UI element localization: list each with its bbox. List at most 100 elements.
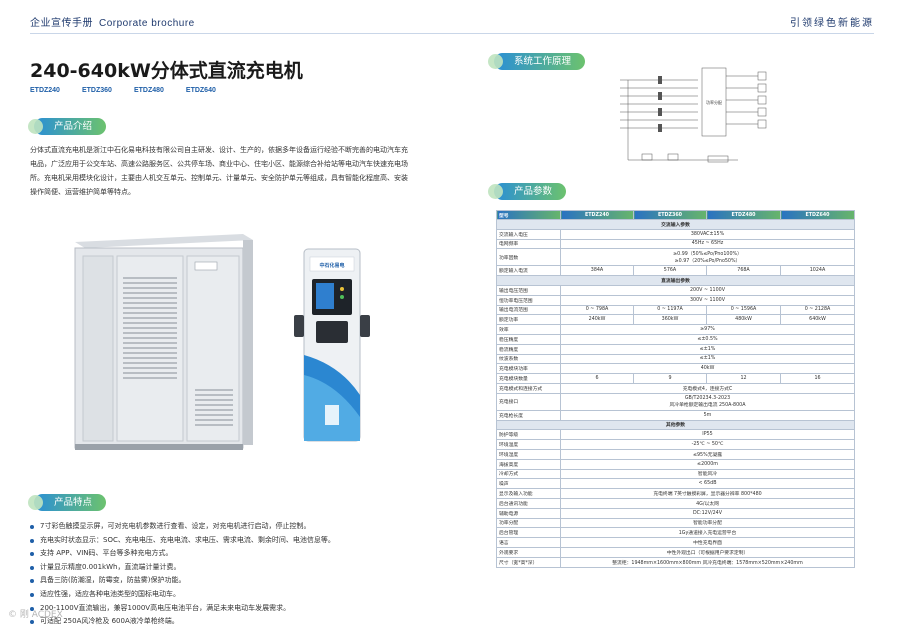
table-cell: 功率因数 (496, 248, 561, 267)
table-cell: 1024A (780, 265, 855, 277)
model-code: ETDZ640 (185, 87, 216, 94)
table-cell: ≤±1% (560, 353, 855, 365)
table-cell: 外观要求 (496, 546, 561, 558)
table-cell: 384A (560, 265, 634, 277)
section-label: 产品特点 (54, 497, 93, 508)
table-row: 稳压精度≤±0.5% (496, 333, 855, 345)
feature-item: 计量显示精度0.001kWh，直流端计量计费。 (30, 561, 450, 575)
diagram-label: 功率分配 (706, 99, 722, 105)
table-cell: 40kW (560, 363, 855, 375)
header-slogan: 引领绿色新能源 (790, 18, 874, 29)
table-cell: 576A (633, 265, 707, 277)
table-cell: 1Gy通道接入充电运营平台 (560, 527, 855, 539)
watermark: © 刚 ACDEX (8, 610, 63, 620)
table-cell: 噪声 (496, 478, 561, 490)
table-cell-line: GB/T20234.3-2023 (684, 395, 731, 401)
table-cell: 额定功率 (496, 314, 561, 326)
table-cell: 纹波系数 (496, 353, 561, 365)
table-cell: 功率分配 (496, 517, 561, 529)
terminal-brand-text: 中石化易电 (319, 262, 344, 269)
table-cell: 稳压精度 (496, 333, 561, 345)
table-cell: 显示及输入功能 (496, 488, 561, 499)
section-label: 产品介绍 (54, 121, 93, 132)
table-cell: 直流输出参数 (496, 275, 855, 286)
table-cell: 环境温度 (496, 439, 561, 450)
table-cell: 其他参数 (496, 419, 855, 431)
table-cell: ≥97% (560, 324, 855, 335)
table-row: 显示及输入功能充电终端 7英寸触摸彩屏，显示器分辨率 800*480 (496, 488, 855, 499)
table-cell: 0 ~ 1596A (706, 304, 781, 316)
section-pill-features: 产品特点 (27, 494, 107, 511)
table-cell: 输出电流范围 (496, 304, 561, 316)
header-divider (30, 33, 874, 34)
table-cell: ETDZ640 (780, 210, 855, 220)
section-label: 系统工作原理 (514, 56, 572, 67)
section-label: 产品参数 (514, 186, 553, 197)
table-cell: 后台管理 (496, 527, 561, 539)
table-row: 外观要求中性外观出口（可根据用户要求定制） (496, 546, 855, 558)
table-cell: 整流柜：1948mm×1600mm×800mm 风冷充电终端：1578mm×52… (560, 556, 855, 568)
table-cell: 480kW (706, 314, 781, 326)
table-cell: 0 ~ 798A (560, 304, 634, 316)
table-cell: 环境湿度 (496, 448, 561, 460)
table-cell: ≤±0.5% (560, 333, 855, 345)
rectifier-cabinet-image (74, 234, 253, 450)
table-cell: 充电枪长度 (496, 409, 561, 421)
table-cell: 240kW (560, 314, 634, 326)
table-cell: 45Hz ~ 65Hz (560, 238, 855, 250)
section-pill-intro: 产品介绍 (27, 118, 107, 135)
table-section-row: 交流输入参数 (496, 219, 855, 230)
table-row: 环境温度-25℃ ~ 50℃ (496, 439, 855, 450)
table-row: 尺寸（宽*高*深）整流柜：1948mm×1600mm×800mm 风冷充电终端：… (496, 556, 855, 568)
table-cell: ETDZ240 (560, 210, 634, 220)
header-en: Corporate brochure (99, 18, 195, 29)
feature-list: 7寸彩色触摸显示屏，可对充电机参数进行查看、设定，对充电机进行启动，停止控制。 … (30, 520, 450, 629)
table-cell: 语言 (496, 537, 561, 548)
table-cell: 360kW (633, 314, 707, 326)
table-cell: 稳流精度 (496, 343, 561, 355)
table-row: 噪声< 65dB (496, 478, 855, 490)
table-cell: DC:12V/24V (560, 507, 855, 519)
table-cell: 海拔高度 (496, 458, 561, 470)
table-cell: 充电模块数量 (496, 373, 561, 384)
table-cell: 交流输入电压 (496, 228, 561, 240)
table-cell: -25℃ ~ 50℃ (560, 439, 855, 450)
system-principle-diagram: 功率分配 (620, 67, 767, 163)
table-cell: < 65dB (560, 478, 855, 490)
table-cell: 型号 (496, 210, 561, 220)
table-cell: 中性充电界面 (560, 537, 855, 548)
table-row: 海拔高度≤2000m (496, 458, 855, 470)
table-cell: 辅助电源 (496, 507, 561, 519)
table-cell: 冷却方式 (496, 468, 561, 480)
section-pill-principle: 系统工作原理 (487, 53, 586, 70)
feature-item: 适应性强，适应各种电池类型的国标电动车。 (30, 588, 450, 602)
feature-item: 可适配 250A风冷枪及 600A液冷单枪终端。 (30, 615, 450, 629)
table-cell: 16 (780, 373, 855, 384)
model-list: ETDZ240 ETDZ360 ETDZ480 ETDZ640 (30, 87, 216, 94)
table-section-row: 其他参数 (496, 419, 855, 431)
table-cell: 380VAC±15% (560, 228, 855, 240)
table-row: 效率≥97% (496, 324, 855, 335)
feature-item: 具备三防(防潮湿，防霉变，防盐雾)保护功能。 (30, 574, 450, 588)
table-cell-line: ≥0.97（20%≤Po/Pno50%） (674, 259, 741, 265)
table-cell: 0 ~ 2128A (780, 304, 855, 316)
section-pill-params: 产品参数 (487, 183, 567, 200)
table-cell: ≤95%无凝露 (560, 448, 855, 460)
table-cell: 中性外观出口（可根据用户要求定制） (560, 546, 855, 558)
table-cell: 效率 (496, 324, 561, 335)
table-section-row: 直流输出参数 (496, 275, 855, 286)
table-cell: 300V ~ 1100V (560, 294, 855, 306)
